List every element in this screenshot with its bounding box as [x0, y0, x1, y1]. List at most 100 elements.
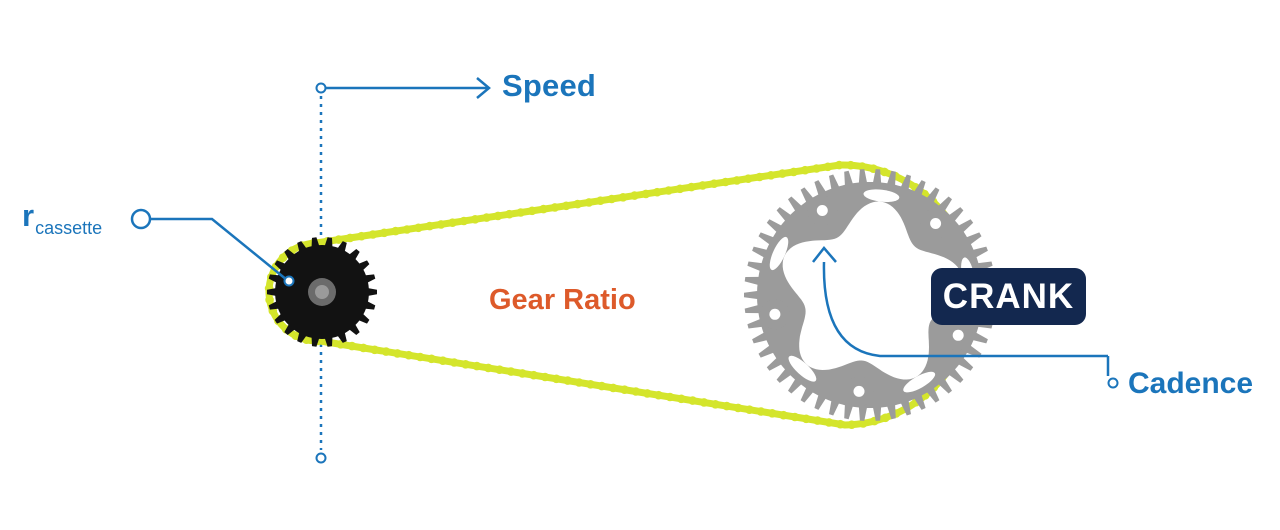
chain-link	[370, 345, 380, 355]
chainring-slot	[863, 189, 900, 203]
chainring-icon	[744, 169, 996, 421]
chain-link	[812, 164, 821, 173]
chain-link	[643, 389, 652, 398]
chain-link	[779, 410, 788, 420]
crank-label: CRANK	[942, 276, 1075, 316]
chain-link	[755, 172, 764, 182]
chainring-bolt	[930, 218, 942, 229]
chain-link	[618, 193, 628, 202]
chain-link	[436, 220, 446, 229]
chain-link	[688, 396, 697, 405]
r-cassette-node	[130, 208, 152, 230]
chain-link	[756, 407, 766, 416]
chain-link	[404, 350, 414, 360]
chain-link	[495, 365, 504, 375]
chain-link	[834, 160, 844, 170]
chain-link	[687, 182, 696, 192]
chain-link	[573, 199, 582, 209]
chain-link	[709, 179, 719, 188]
chain-link	[493, 211, 503, 221]
chain-link	[345, 233, 355, 243]
chain-link	[379, 228, 389, 238]
chain-link	[506, 367, 516, 376]
chainring-bolt	[816, 205, 828, 216]
chain-link	[586, 380, 595, 389]
cog-hub-center	[315, 285, 329, 299]
r-cassette-label: rcassette	[22, 198, 102, 237]
chain-link	[620, 385, 629, 395]
gear-ratio-label: Gear Ratio	[489, 284, 636, 316]
chain-link	[584, 198, 594, 207]
chain-link	[631, 387, 641, 396]
chain-link	[677, 394, 686, 404]
chainring-bolt	[952, 329, 964, 341]
speed-arrowhead-icon	[476, 77, 491, 99]
chain-link	[664, 186, 673, 195]
axis-bottom-node	[315, 452, 327, 464]
chainring-slot	[769, 236, 789, 271]
chain-link	[836, 419, 845, 429]
r-subscript: cassette	[35, 218, 103, 238]
chain-link	[766, 171, 776, 180]
crank-badge: CRANK	[931, 268, 1086, 325]
chain-link	[743, 174, 753, 183]
chain-link	[516, 208, 525, 217]
chain-link	[461, 360, 470, 369]
chain-link	[381, 347, 391, 356]
cog-radius-node	[283, 275, 295, 287]
chainring-cutout	[782, 201, 963, 380]
chain-link	[449, 358, 459, 367]
cadence-arrowhead-icon	[812, 246, 837, 263]
chain-link	[881, 413, 890, 423]
chain-link	[334, 235, 344, 244]
chain-link	[722, 401, 732, 411]
chain-link	[801, 414, 811, 424]
chain-link	[357, 231, 366, 241]
chain-link	[484, 363, 493, 373]
cadence-rotation-arrow	[822, 261, 1108, 358]
chain-link	[472, 361, 482, 371]
chain-link	[550, 203, 560, 212]
chain-link	[278, 253, 288, 262]
chain-link	[846, 160, 855, 170]
chain-link	[732, 176, 742, 185]
chain-link	[265, 295, 274, 305]
chain-link	[813, 416, 822, 425]
chain-link	[368, 230, 378, 239]
chain-link	[800, 165, 810, 175]
chain-link	[393, 349, 402, 358]
cassette-cog-icon	[267, 237, 377, 347]
chain-link	[459, 216, 469, 226]
chain-link	[574, 378, 584, 387]
chain-link	[402, 225, 412, 234]
chain-link	[291, 331, 301, 341]
chain-link	[767, 409, 777, 418]
chain-link	[790, 412, 800, 422]
chain-link	[824, 418, 834, 427]
chain-link	[539, 204, 548, 214]
chain-link	[414, 223, 423, 233]
chain-link	[675, 184, 685, 194]
chain-link	[347, 341, 357, 351]
chain-link	[529, 370, 538, 380]
chainring-slot	[788, 355, 817, 382]
chainring-slot	[903, 371, 936, 393]
cadence-node	[1107, 377, 1119, 389]
chain-link	[448, 218, 457, 227]
chain-link	[789, 167, 798, 177]
chain-link	[698, 181, 707, 190]
chain-link	[778, 169, 787, 178]
chain-link	[561, 201, 571, 211]
r-cassette-leader-line	[150, 217, 288, 281]
chain-link	[733, 403, 743, 413]
chain-link	[665, 392, 675, 402]
cadence-label: Cadence	[1128, 367, 1254, 400]
chain-link	[359, 343, 368, 353]
r-symbol: r	[22, 198, 35, 233]
chainring-bolt	[769, 308, 781, 320]
chain-link	[482, 213, 491, 222]
chain-link	[415, 352, 425, 362]
chain-link	[857, 162, 867, 171]
chain-link	[641, 189, 651, 199]
